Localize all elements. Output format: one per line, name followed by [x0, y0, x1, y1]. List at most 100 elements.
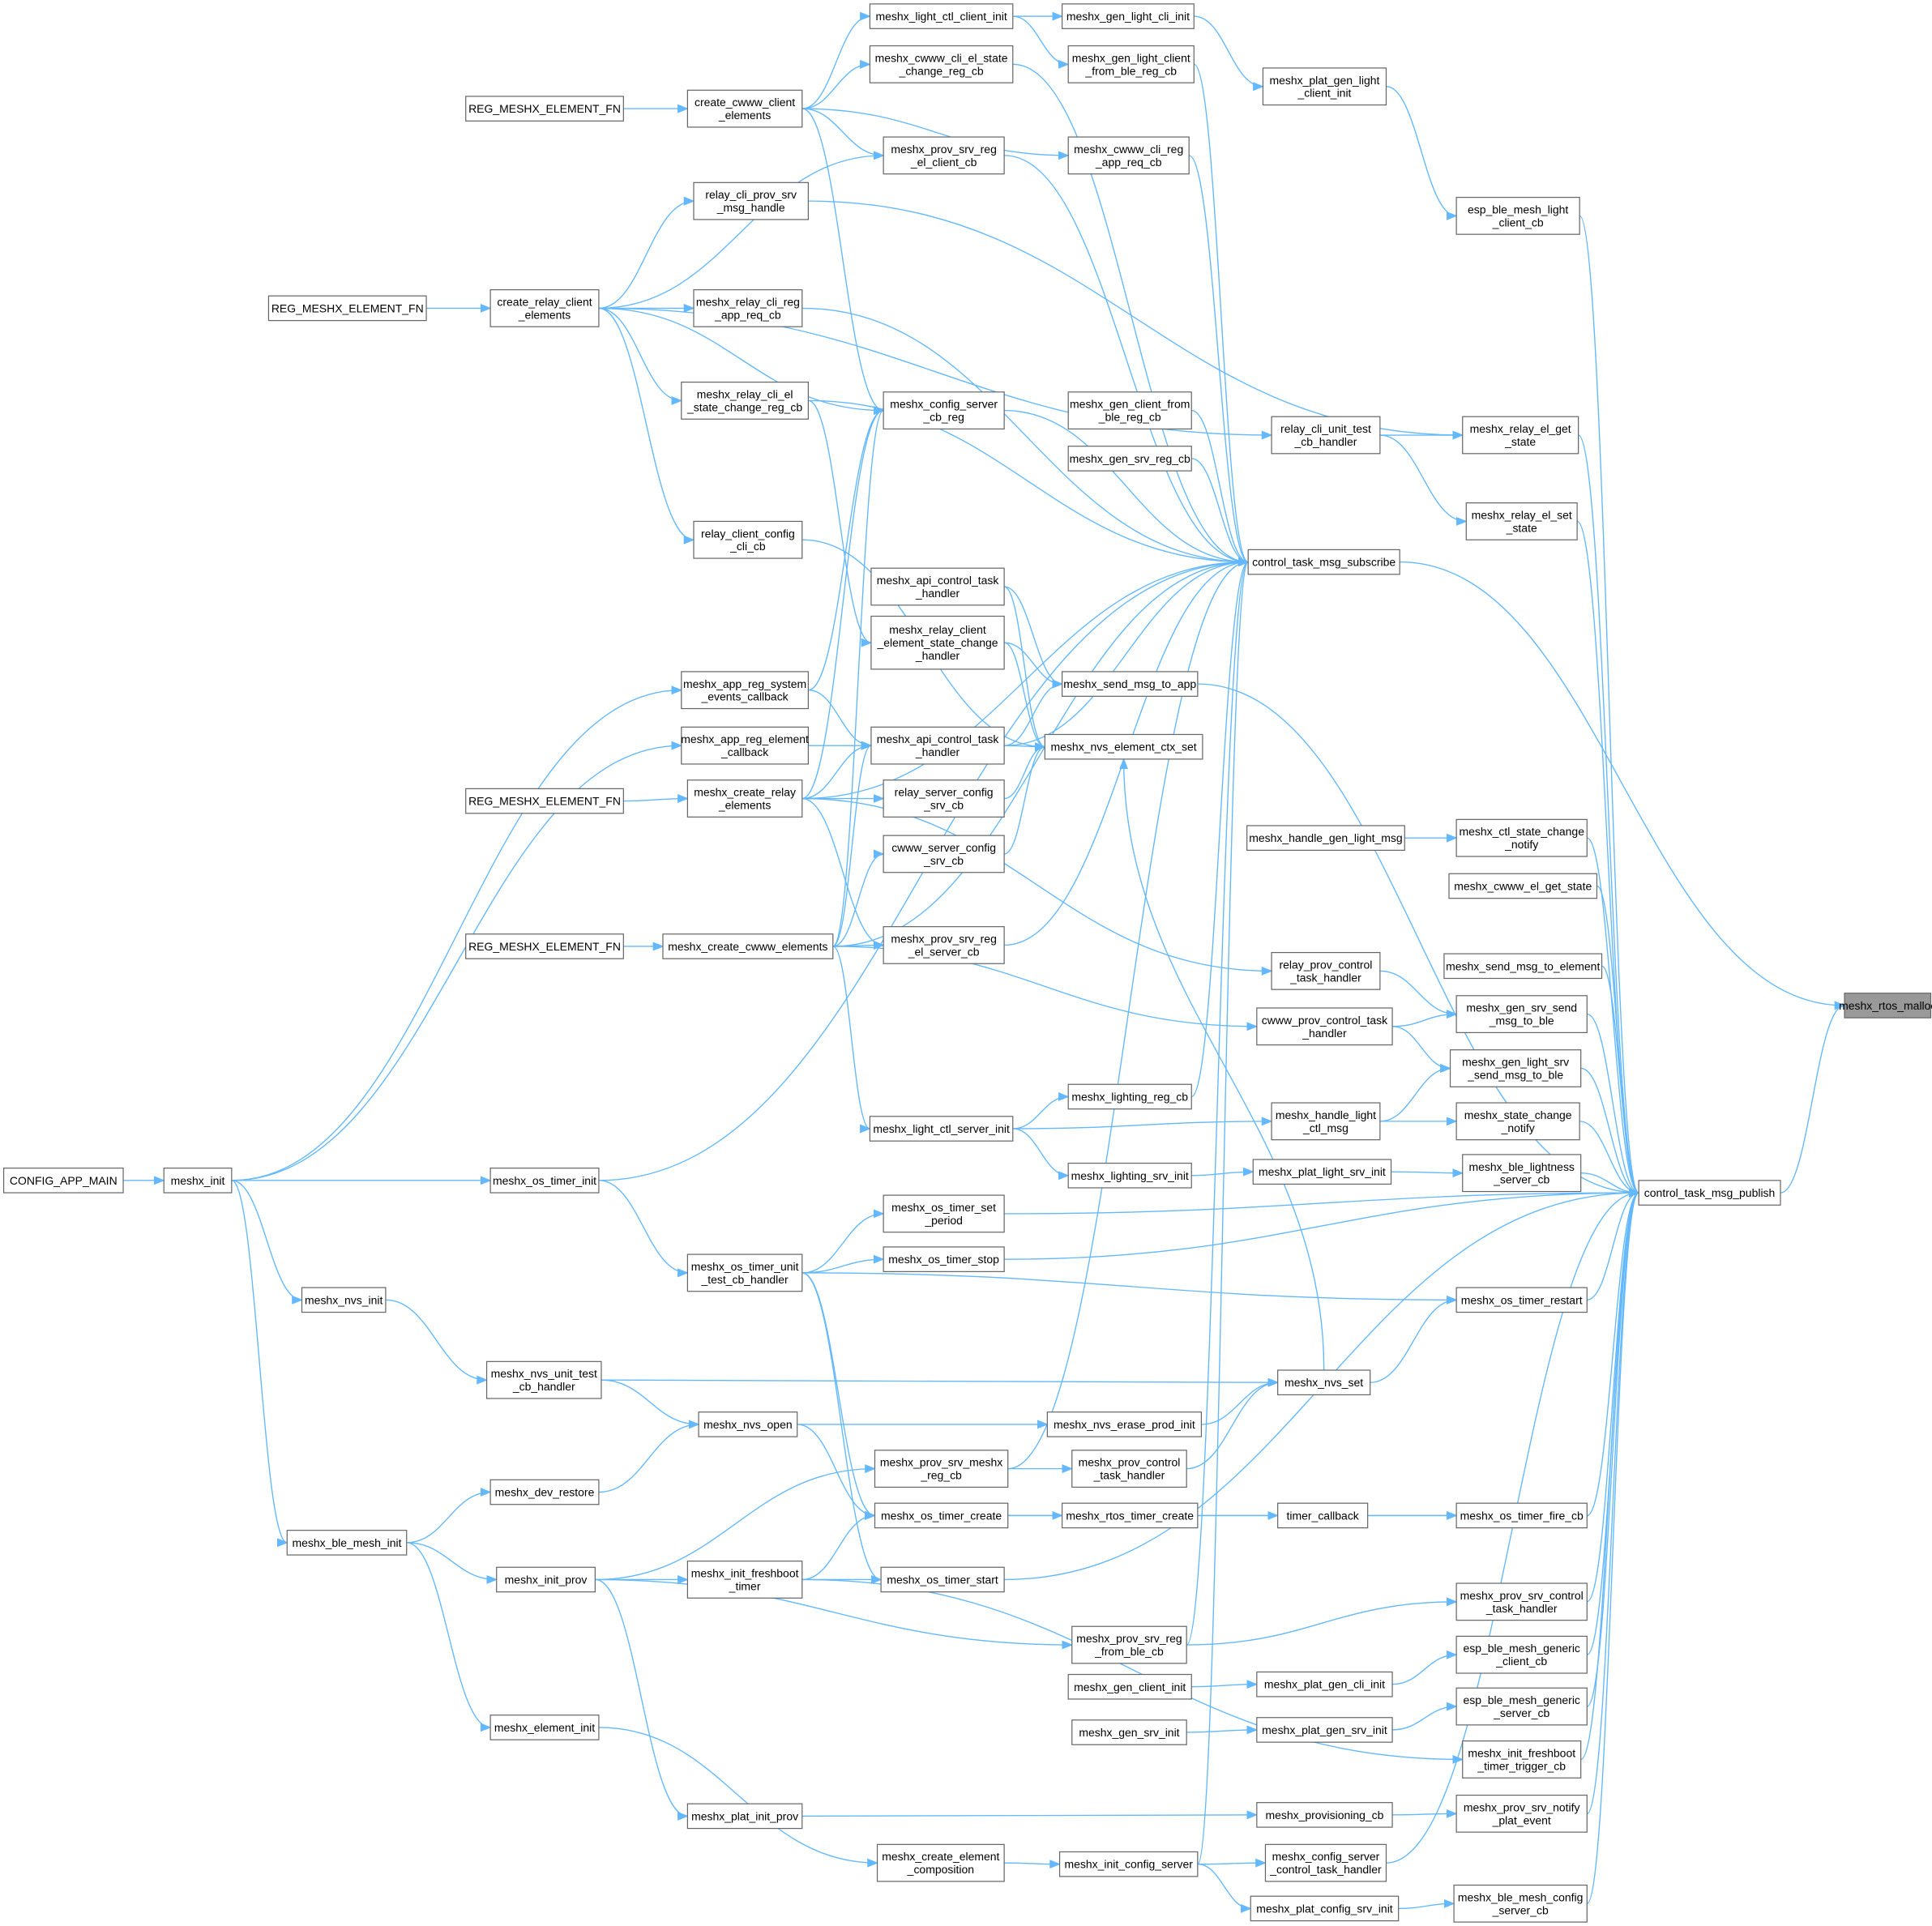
node-relay-el-get[interactable]: meshx_relay_el_get_state	[1462, 416, 1579, 455]
node-gen-light-client-from-ble[interactable]: meshx_gen_light_client_from_ble_reg_cb	[1067, 45, 1195, 83]
node-nvs-set[interactable]: meshx_nvs_set	[1277, 1369, 1371, 1396]
node-os-timer-fire[interactable]: meshx_os_timer_fire_cb	[1455, 1502, 1588, 1529]
node-init-prov[interactable]: meshx_init_prov	[496, 1566, 596, 1593]
node-create-element-composition[interactable]: meshx_create_element_composition	[876, 1843, 1005, 1882]
node-dev-restore[interactable]: meshx_dev_restore	[489, 1479, 600, 1505]
node-os-timer-stop[interactable]: meshx_os_timer_stop	[883, 1246, 1005, 1272]
node-relay-client-el-state-handler[interactable]: meshx_relay_client_element_state_change_…	[870, 615, 1005, 670]
node-os-timer-init[interactable]: meshx_os_timer_init	[489, 1168, 600, 1194]
node-box	[489, 1715, 600, 1740]
node-create-relay-client[interactable]: create_relay_client_elements	[489, 288, 600, 327]
node-gen-srv-send-msg[interactable]: meshx_gen_srv_send_msg_to_ble	[1455, 995, 1588, 1034]
node-os-timer-start[interactable]: meshx_os_timer_start	[880, 1566, 1005, 1593]
node-init-freshboot-trigger[interactable]: meshx_init_freshboot_timer_trigger_cb	[1462, 1740, 1582, 1779]
node-gen-light-cli-init[interactable]: meshx_gen_light_cli_init	[1061, 3, 1195, 29]
node-subscribe[interactable]: control_task_msg_subscribe	[1247, 549, 1400, 575]
node-plat-gen-cli-init[interactable]: meshx_plat_gen_cli_init	[1256, 1671, 1393, 1698]
node-cwww-cli-el-state[interactable]: meshx_cwww_cli_el_state_change_reg_cb	[869, 45, 1014, 83]
node-rtos-timer-create[interactable]: meshx_rtos_timer_create	[1061, 1502, 1199, 1529]
node-reg3[interactable]: REG_MESHX_ELEMENT_FN	[465, 788, 624, 814]
node-plat-gen-srv-init[interactable]: meshx_plat_gen_srv_init	[1256, 1717, 1393, 1743]
node-meshx-init[interactable]: meshx_init	[163, 1168, 233, 1194]
node-light-ctl-server-init[interactable]: meshx_light_ctl_server_init	[869, 1116, 1014, 1142]
node-plat-light-srv-init[interactable]: meshx_plat_light_srv_init	[1252, 1159, 1392, 1185]
node-light-ctl-client-init[interactable]: meshx_light_ctl_client_init	[869, 3, 1014, 29]
node-relay-prov-control[interactable]: relay_prov_control_task_handler	[1271, 951, 1381, 990]
call-edge-create_relay_elements-to-config_server_cb_reg	[801, 406, 885, 800]
node-prov-srv-meshx-reg[interactable]: meshx_prov_srv_meshx_reg_cb	[874, 1450, 1009, 1488]
node-prov-srv-reg-from-ble[interactable]: meshx_prov_srv_reg_from_ble_cb	[1071, 1625, 1187, 1664]
node-relay-cli-reg-app[interactable]: meshx_relay_cli_reg_app_req_cb	[693, 288, 803, 327]
node-send-msg-to-app[interactable]: meshx_send_msg_to_app	[1061, 671, 1199, 697]
node-api-handler1[interactable]: meshx_api_control_task_handler	[870, 567, 1005, 606]
node-gen-client-from-ble[interactable]: meshx_gen_client_from_ble_reg_cb	[1067, 391, 1192, 430]
node-init-config-server[interactable]: meshx_init_config_server	[1058, 1851, 1199, 1877]
node-reg4[interactable]: REG_MESHX_ELEMENT_FN	[465, 933, 624, 959]
node-gen-srv-init[interactable]: meshx_gen_srv_init	[1071, 1719, 1187, 1745]
node-config-server-control[interactable]: meshx_config_server_control_task_handler	[1264, 1843, 1387, 1882]
node-create-cwww-client[interactable]: create_cwww_client_elements	[686, 89, 803, 128]
node-element-init[interactable]: meshx_element_init	[489, 1715, 600, 1740]
node-esp-generic-client[interactable]: esp_ble_mesh_generic_client_cb	[1455, 1635, 1588, 1674]
node-publish[interactable]: control_task_msg_publish	[1638, 1180, 1781, 1206]
node-ble-lightness[interactable]: meshx_ble_lightness_server_cb	[1462, 1154, 1582, 1193]
node-prov-srv-reg-el-server[interactable]: meshx_prov_srv_reg_el_server_cb	[883, 926, 1005, 964]
node-nvs-open[interactable]: meshx_nvs_open	[698, 1411, 798, 1437]
node-timer-callback[interactable]: timer_callback	[1277, 1502, 1369, 1529]
node-nvs-element-ctx-set[interactable]: meshx_nvs_element_ctx_set	[1044, 733, 1203, 760]
node-os-timer-unit-test[interactable]: meshx_os_timer_unit_test_cb_handler	[686, 1253, 803, 1292]
node-init-freshboot[interactable]: meshx_init_freshboot_timer	[686, 1561, 803, 1599]
node-ble-mesh-init[interactable]: meshx_ble_mesh_init	[286, 1530, 408, 1556]
node-relay-client-config[interactable]: relay_client_config_cli_cb	[693, 520, 803, 559]
node-esp-generic-server[interactable]: esp_ble_mesh_generic_server_cb	[1455, 1687, 1588, 1726]
node-api-handler2[interactable]: meshx_api_control_task_handler	[870, 726, 1005, 765]
node-create-cwww-elements[interactable]: meshx_create_cwww_elements	[662, 933, 834, 959]
node-gen-light-srv-send[interactable]: meshx_gen_light_srv_send_msg_to_ble	[1449, 1049, 1582, 1087]
node-create-relay-elements[interactable]: meshx_create_relay_elements	[686, 779, 803, 818]
node-cwww-el-get-state[interactable]: meshx_cwww_el_get_state	[1448, 873, 1598, 899]
node-nvs-erase[interactable]: meshx_nvs_erase_prod_init	[1046, 1411, 1203, 1437]
node-reg1[interactable]: REG_MESHX_ELEMENT_FN	[465, 96, 624, 122]
node-os-timer-create[interactable]: meshx_os_timer_create	[874, 1502, 1009, 1529]
node-nvs-init[interactable]: meshx_nvs_init	[301, 1287, 387, 1313]
call-edge-gen_light_cli_init-to-plat_gen_light_client_init	[1194, 15, 1264, 92]
call-edge-lighting_srv_init-to-plat_light_srv_init	[1191, 1167, 1255, 1177]
node-state-change-notify[interactable]: meshx_state_change_notify	[1455, 1102, 1580, 1141]
node-plat-init-prov[interactable]: meshx_plat_init_prov	[686, 1803, 803, 1830]
node-relay-el-set[interactable]: meshx_relay_el_set_state	[1465, 502, 1578, 540]
node-app-reg-element[interactable]: meshx_app_reg_element_callback	[681, 726, 809, 765]
node-send-msg-to-element[interactable]: meshx_send_msg_to_element	[1443, 953, 1603, 980]
node-plat-gen-light-client-init[interactable]: meshx_plat_gen_light_client_init	[1262, 67, 1387, 106]
node-relay-server-config[interactable]: relay_server_config_srv_cb	[883, 779, 1005, 818]
node-os-timer-set-period[interactable]: meshx_os_timer_set_period	[883, 1194, 1005, 1233]
node-ctl-state-change[interactable]: meshx_ctl_state_change_notify	[1455, 818, 1588, 857]
node-app-reg-system[interactable]: meshx_app_reg_system_events_callback	[681, 671, 809, 710]
node-lighting-reg-cb[interactable]: meshx_lighting_reg_cb	[1067, 1083, 1192, 1110]
node-malloc[interactable]: meshx_rtos_malloc	[1839, 993, 1932, 1019]
node-nvs-unit-test[interactable]: meshx_nvs_unit_test_cb_handler	[485, 1360, 602, 1399]
node-cwww-server-config[interactable]: cwww_server_config_srv_cb	[883, 835, 1005, 873]
node-config-app-main[interactable]: CONFIG_APP_MAIN	[2, 1168, 124, 1194]
node-prov-srv-reg-el-client[interactable]: meshx_prov_srv_reg_el_client_cb	[883, 136, 1005, 175]
node-relay-cli-el-state[interactable]: meshx_relay_cli_el_state_change_reg_cb	[681, 382, 809, 420]
node-prov-control-task[interactable]: meshx_prov_control_task_handler	[1071, 1450, 1187, 1488]
node-relay-cli-unit-test[interactable]: relay_cli_unit_test_cb_handler	[1271, 416, 1381, 455]
node-label: meshx_nvs_erase_prod_init	[1054, 1418, 1195, 1431]
node-ble-mesh-config[interactable]: meshx_ble_mesh_config_server_cb	[1453, 1884, 1588, 1923]
node-provisioning-cb[interactable]: meshx_provisioning_cb	[1256, 1802, 1393, 1828]
node-handle-gen-light-msg[interactable]: meshx_handle_gen_light_msg	[1246, 825, 1405, 851]
node-lighting-srv-init[interactable]: meshx_lighting_srv_init	[1067, 1162, 1192, 1189]
node-handle-light-ctl[interactable]: meshx_handle_light_ctl_msg	[1271, 1102, 1381, 1141]
node-config-server-cb-reg[interactable]: meshx_config_server_cb_reg	[883, 391, 1005, 430]
node-prov-srv-control[interactable]: meshx_prov_srv_control_task_handler	[1455, 1582, 1588, 1621]
node-os-timer-restart[interactable]: meshx_os_timer_restart	[1455, 1287, 1588, 1313]
node-relay-cli-prov-srv[interactable]: relay_cli_prov_srv_msg_handle	[693, 181, 809, 220]
node-prov-srv-notify[interactable]: meshx_prov_srv_notify_plat_event	[1455, 1794, 1588, 1833]
node-plat-config-srv-init[interactable]: meshx_plat_config_srv_init	[1250, 1895, 1400, 1922]
node-cwww-cli-reg-app[interactable]: meshx_cwww_cli_reg_app_req_cb	[1067, 136, 1190, 175]
node-gen-client-init[interactable]: meshx_gen_client_init	[1067, 1673, 1192, 1700]
node-reg2[interactable]: REG_MESHX_ELEMENT_FN	[267, 295, 427, 322]
node-cwww-prov-control[interactable]: cwww_prov_control_task_handler	[1256, 1007, 1393, 1046]
node-esp-light-client-cb[interactable]: esp_ble_mesh_light_client_cb	[1455, 196, 1580, 235]
node-gen-srv-reg-cb[interactable]: meshx_gen_srv_reg_cb	[1067, 446, 1192, 472]
